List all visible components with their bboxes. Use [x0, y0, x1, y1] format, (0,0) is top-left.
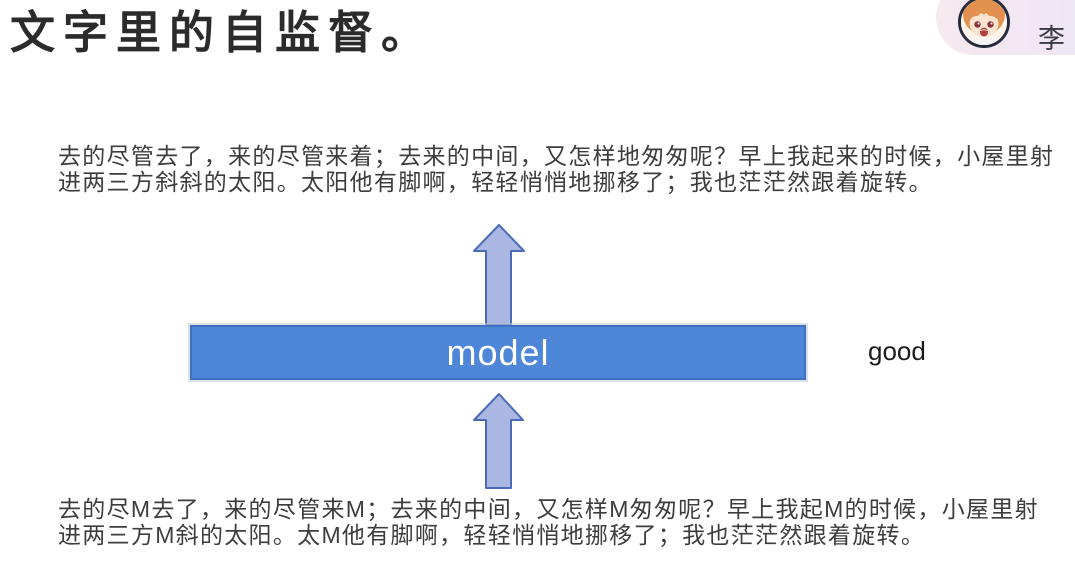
masked-text-line-2: 进两三方M斜的太阳。太M他有脚啊，轻轻悄悄地挪移了；我也茫茫然跟着旋转。	[58, 522, 926, 548]
model-label: model	[446, 331, 550, 373]
original-text-paragraph: 去的尽管去了，来的尽管来着；去来的中间，又怎样地匆匆呢？早上我起来的时候，小屋里…	[58, 143, 1054, 195]
masked-text-paragraph: 去的尽M去了，来的尽管来M；去来的中间，又怎样M匆匆呢？早上我起M的时候，小屋里…	[58, 496, 1039, 548]
avatar	[958, 0, 1010, 48]
masked-text-line-1: 去的尽M去了，来的尽管来M；去来的中间，又怎样M匆匆呢？早上我起M的时候，小屋里…	[58, 496, 1039, 522]
original-text-line-2: 进两三方斜斜的太阳。太阳他有脚啊，轻轻悄悄地挪移了；我也茫茫然跟着旋转。	[58, 169, 933, 195]
presenter-badge: 李	[936, 0, 1075, 55]
output-quality-label: good	[868, 336, 926, 366]
presenter-name-label: 李	[1038, 24, 1065, 54]
original-text-line-1: 去的尽管去了，来的尽管来着；去来的中间，又怎样地匆匆呢？早上我起来的时候，小屋里…	[58, 143, 1055, 169]
page-title: 文字里的自监督。	[10, 8, 435, 58]
model-box: model	[190, 325, 806, 380]
up-arrow-icon	[473, 393, 524, 489]
anime-avatar-icon	[961, 0, 1007, 45]
up-arrow-icon	[473, 224, 525, 326]
